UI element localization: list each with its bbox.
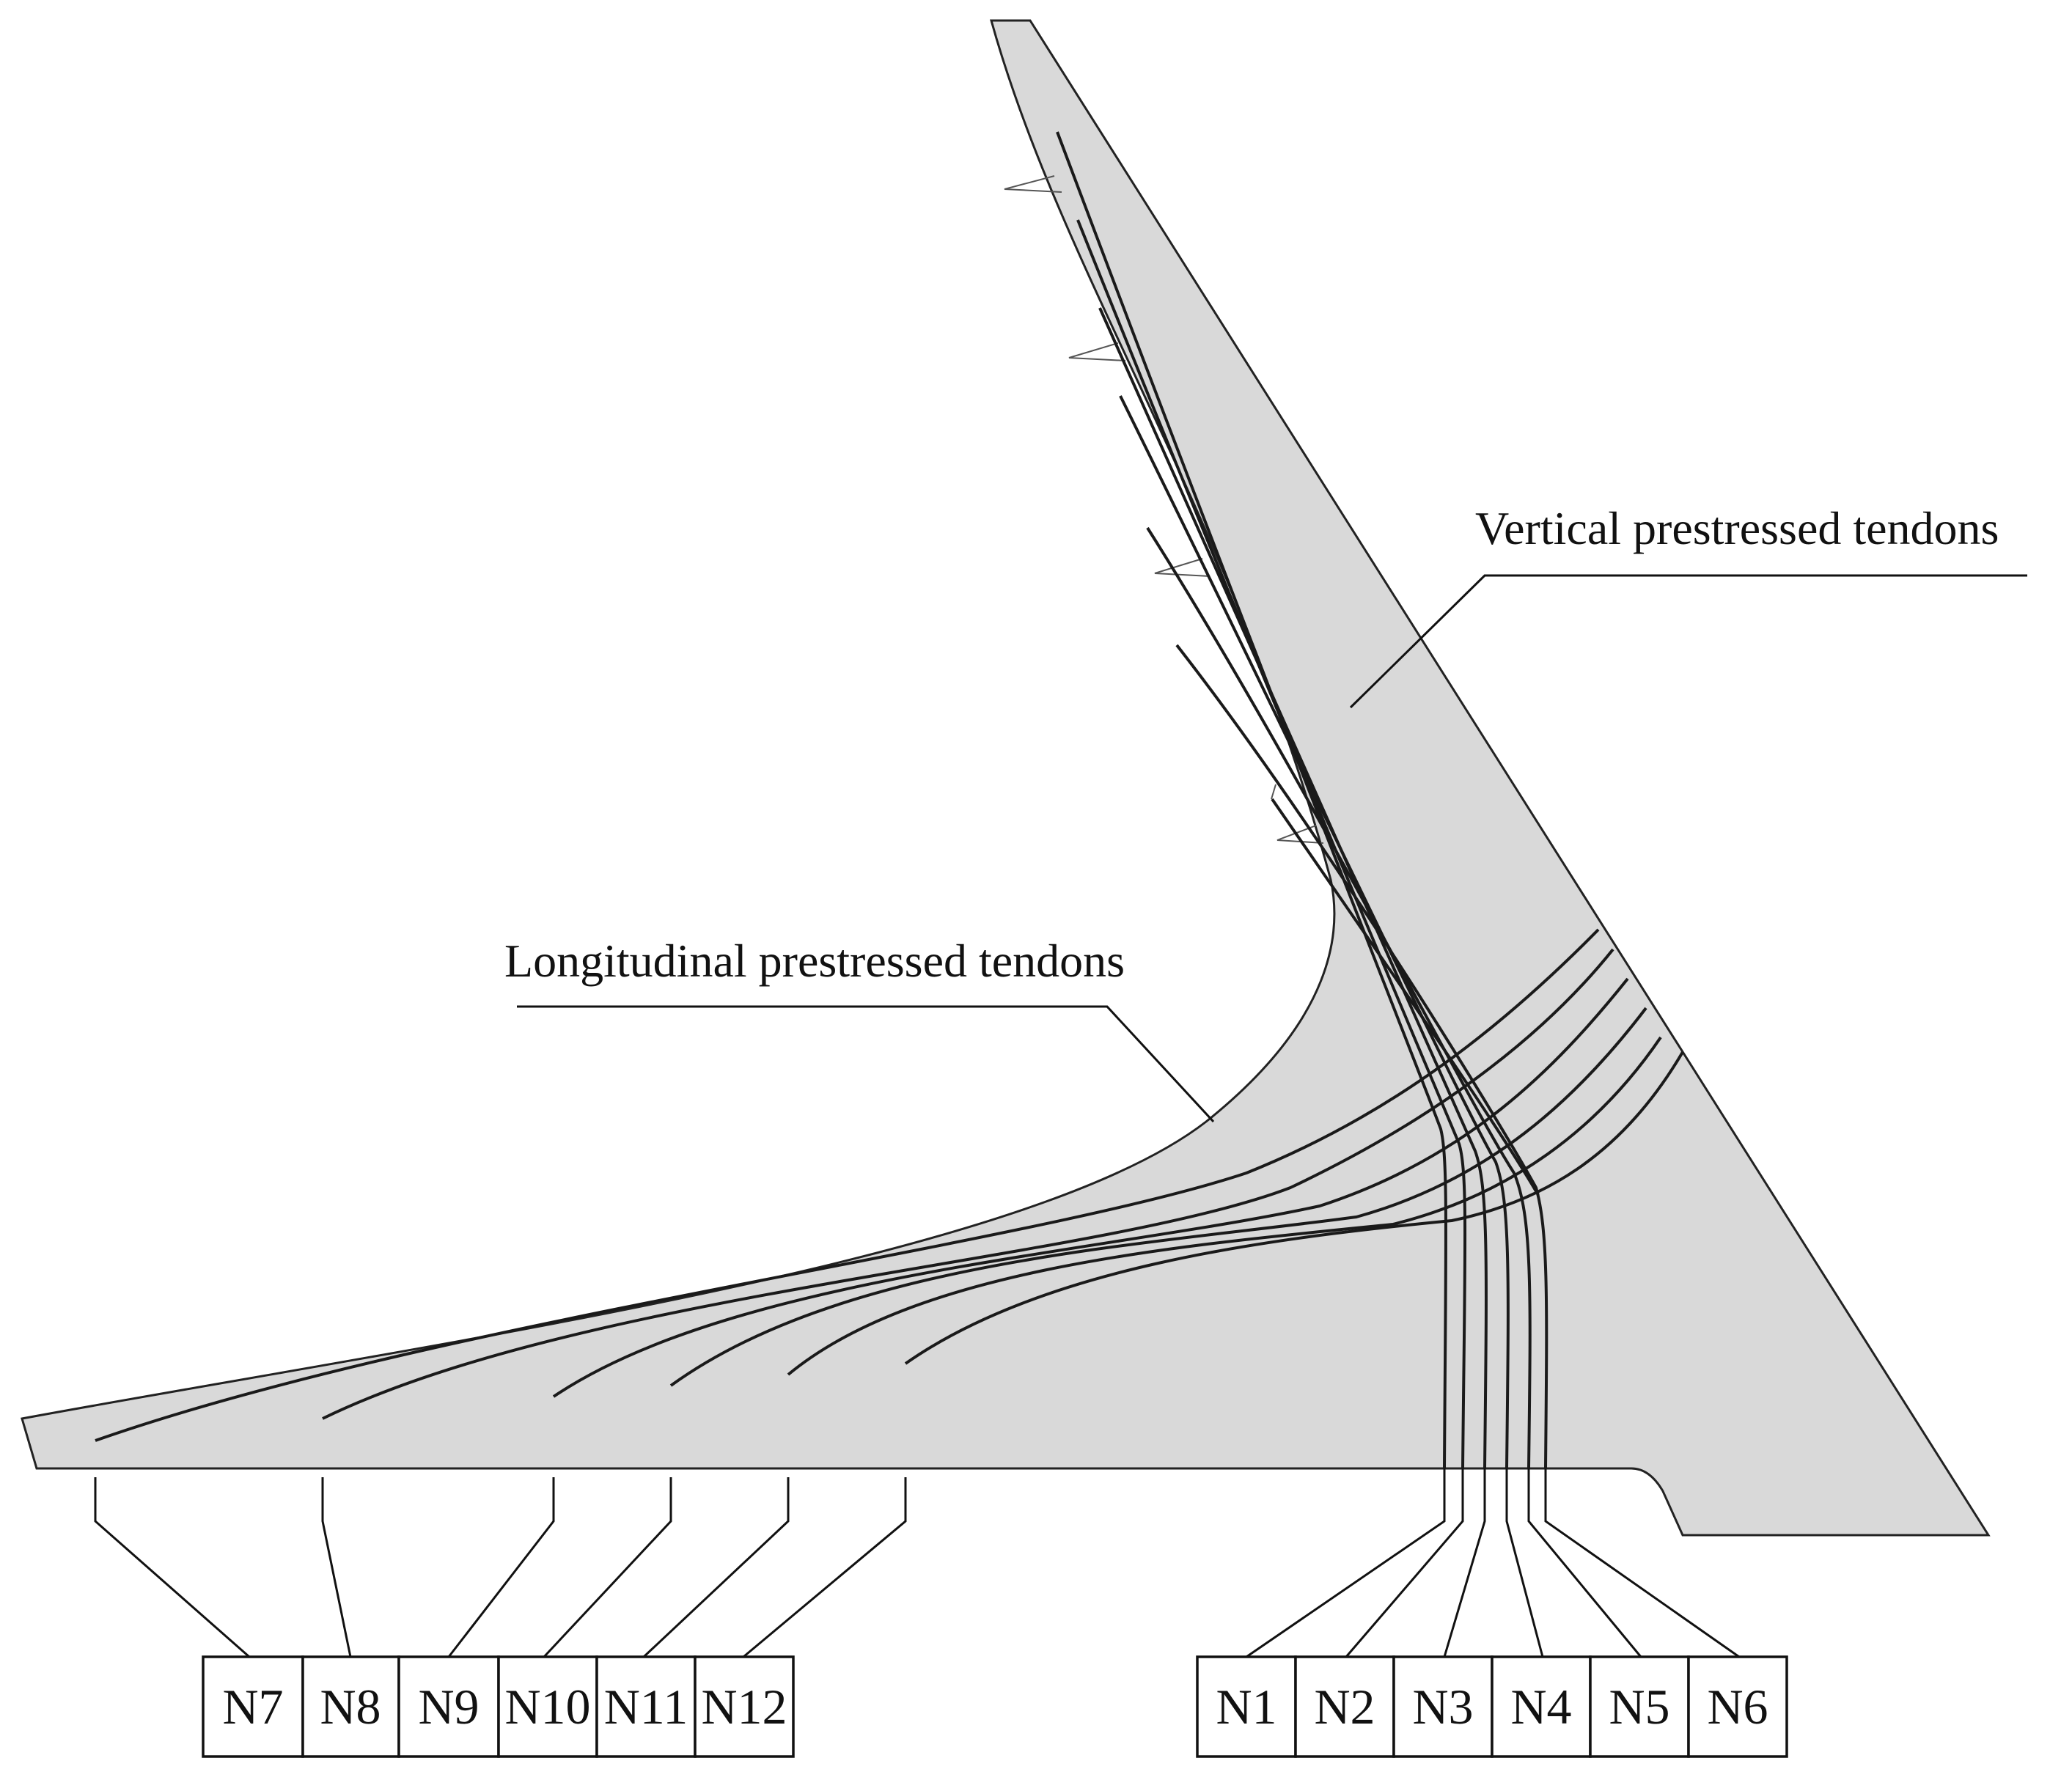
shear-key [1068, 342, 1126, 361]
box-n7 [202, 1655, 304, 1758]
shear-keys [1004, 175, 1324, 844]
label-n1: N1 [1216, 1679, 1276, 1735]
label-n12: N12 [701, 1679, 787, 1735]
box-n6 [1687, 1655, 1788, 1758]
box-n8 [301, 1655, 400, 1758]
longitudinal-tendon-n12 [904, 1051, 1684, 1365]
longitudinal-tendon-n9 [552, 977, 1629, 1398]
longitudinal-tendons-label: Longitudinal prestressed tendons [504, 935, 1125, 987]
vertical-tendon-n5 [1146, 526, 1532, 1469]
label-n8: N8 [320, 1679, 381, 1735]
label-n9: N9 [418, 1679, 479, 1735]
leader-n3 [1443, 1468, 1486, 1658]
box-n9 [397, 1655, 500, 1758]
leader-n5 [1527, 1468, 1642, 1658]
box-n4 [1491, 1655, 1592, 1758]
leader-n6 [1544, 1468, 1740, 1658]
longitudinal-label-boxes: N7 N8 N9 N10 N11 N12 [202, 1655, 795, 1758]
box-n5 [1589, 1655, 1690, 1758]
longitudinal-callout-leader [517, 1005, 1215, 1123]
shear-key [1004, 175, 1062, 193]
shear-key [1276, 825, 1324, 844]
longitudinal-tendon-n8 [322, 948, 1614, 1420]
vertical-tendon-n6 [1175, 644, 1549, 1469]
label-n6: N6 [1707, 1679, 1768, 1735]
longitudinal-tendons [95, 928, 1684, 1442]
shear-key [1271, 784, 1276, 800]
label-n10: N10 [504, 1679, 590, 1735]
vertical-label-boxes: N1 N2 N3 N4 N5 N6 [1196, 1655, 1788, 1758]
label-n2: N2 [1314, 1679, 1375, 1735]
vertical-leaders [1246, 1468, 1740, 1658]
vertical-tendon-n6-tail [1271, 798, 1540, 1196]
leader-n7 [94, 1477, 250, 1658]
leader-n8 [321, 1477, 352, 1658]
longitudinal-tendon-n7 [95, 928, 1600, 1442]
box-n10 [497, 1655, 598, 1758]
longitudinal-tendon-n11 [787, 1036, 1662, 1376]
label-n11: N11 [604, 1679, 688, 1735]
leader-n12 [743, 1477, 907, 1658]
shear-key [1154, 558, 1210, 577]
vertical-tendon-n3 [1098, 307, 1488, 1469]
leader-n4 [1505, 1468, 1544, 1658]
vertical-tendon-n1 [1056, 131, 1448, 1469]
leader-n9 [447, 1477, 555, 1658]
leader-n11 [642, 1477, 790, 1658]
leader-n10 [543, 1477, 672, 1658]
vertical-tendon-n4 [1119, 395, 1510, 1469]
box-n12 [694, 1655, 795, 1758]
box-n2 [1294, 1655, 1395, 1758]
longitudinal-leaders [94, 1477, 907, 1658]
longitudinal-tendon-n10 [669, 1007, 1647, 1387]
label-n4: N4 [1510, 1679, 1571, 1735]
label-n7: N7 [222, 1679, 283, 1735]
leader-n2 [1345, 1468, 1464, 1658]
vertical-tendons-label: Vertical prestressed tendons [1475, 502, 1999, 554]
leader-n1 [1246, 1468, 1446, 1658]
label-n3: N3 [1412, 1679, 1473, 1735]
vertical-callout-leader [1349, 574, 2027, 709]
box-n1 [1196, 1655, 1297, 1758]
label-n5: N5 [1609, 1679, 1669, 1735]
concrete-section [21, 19, 1991, 1537]
